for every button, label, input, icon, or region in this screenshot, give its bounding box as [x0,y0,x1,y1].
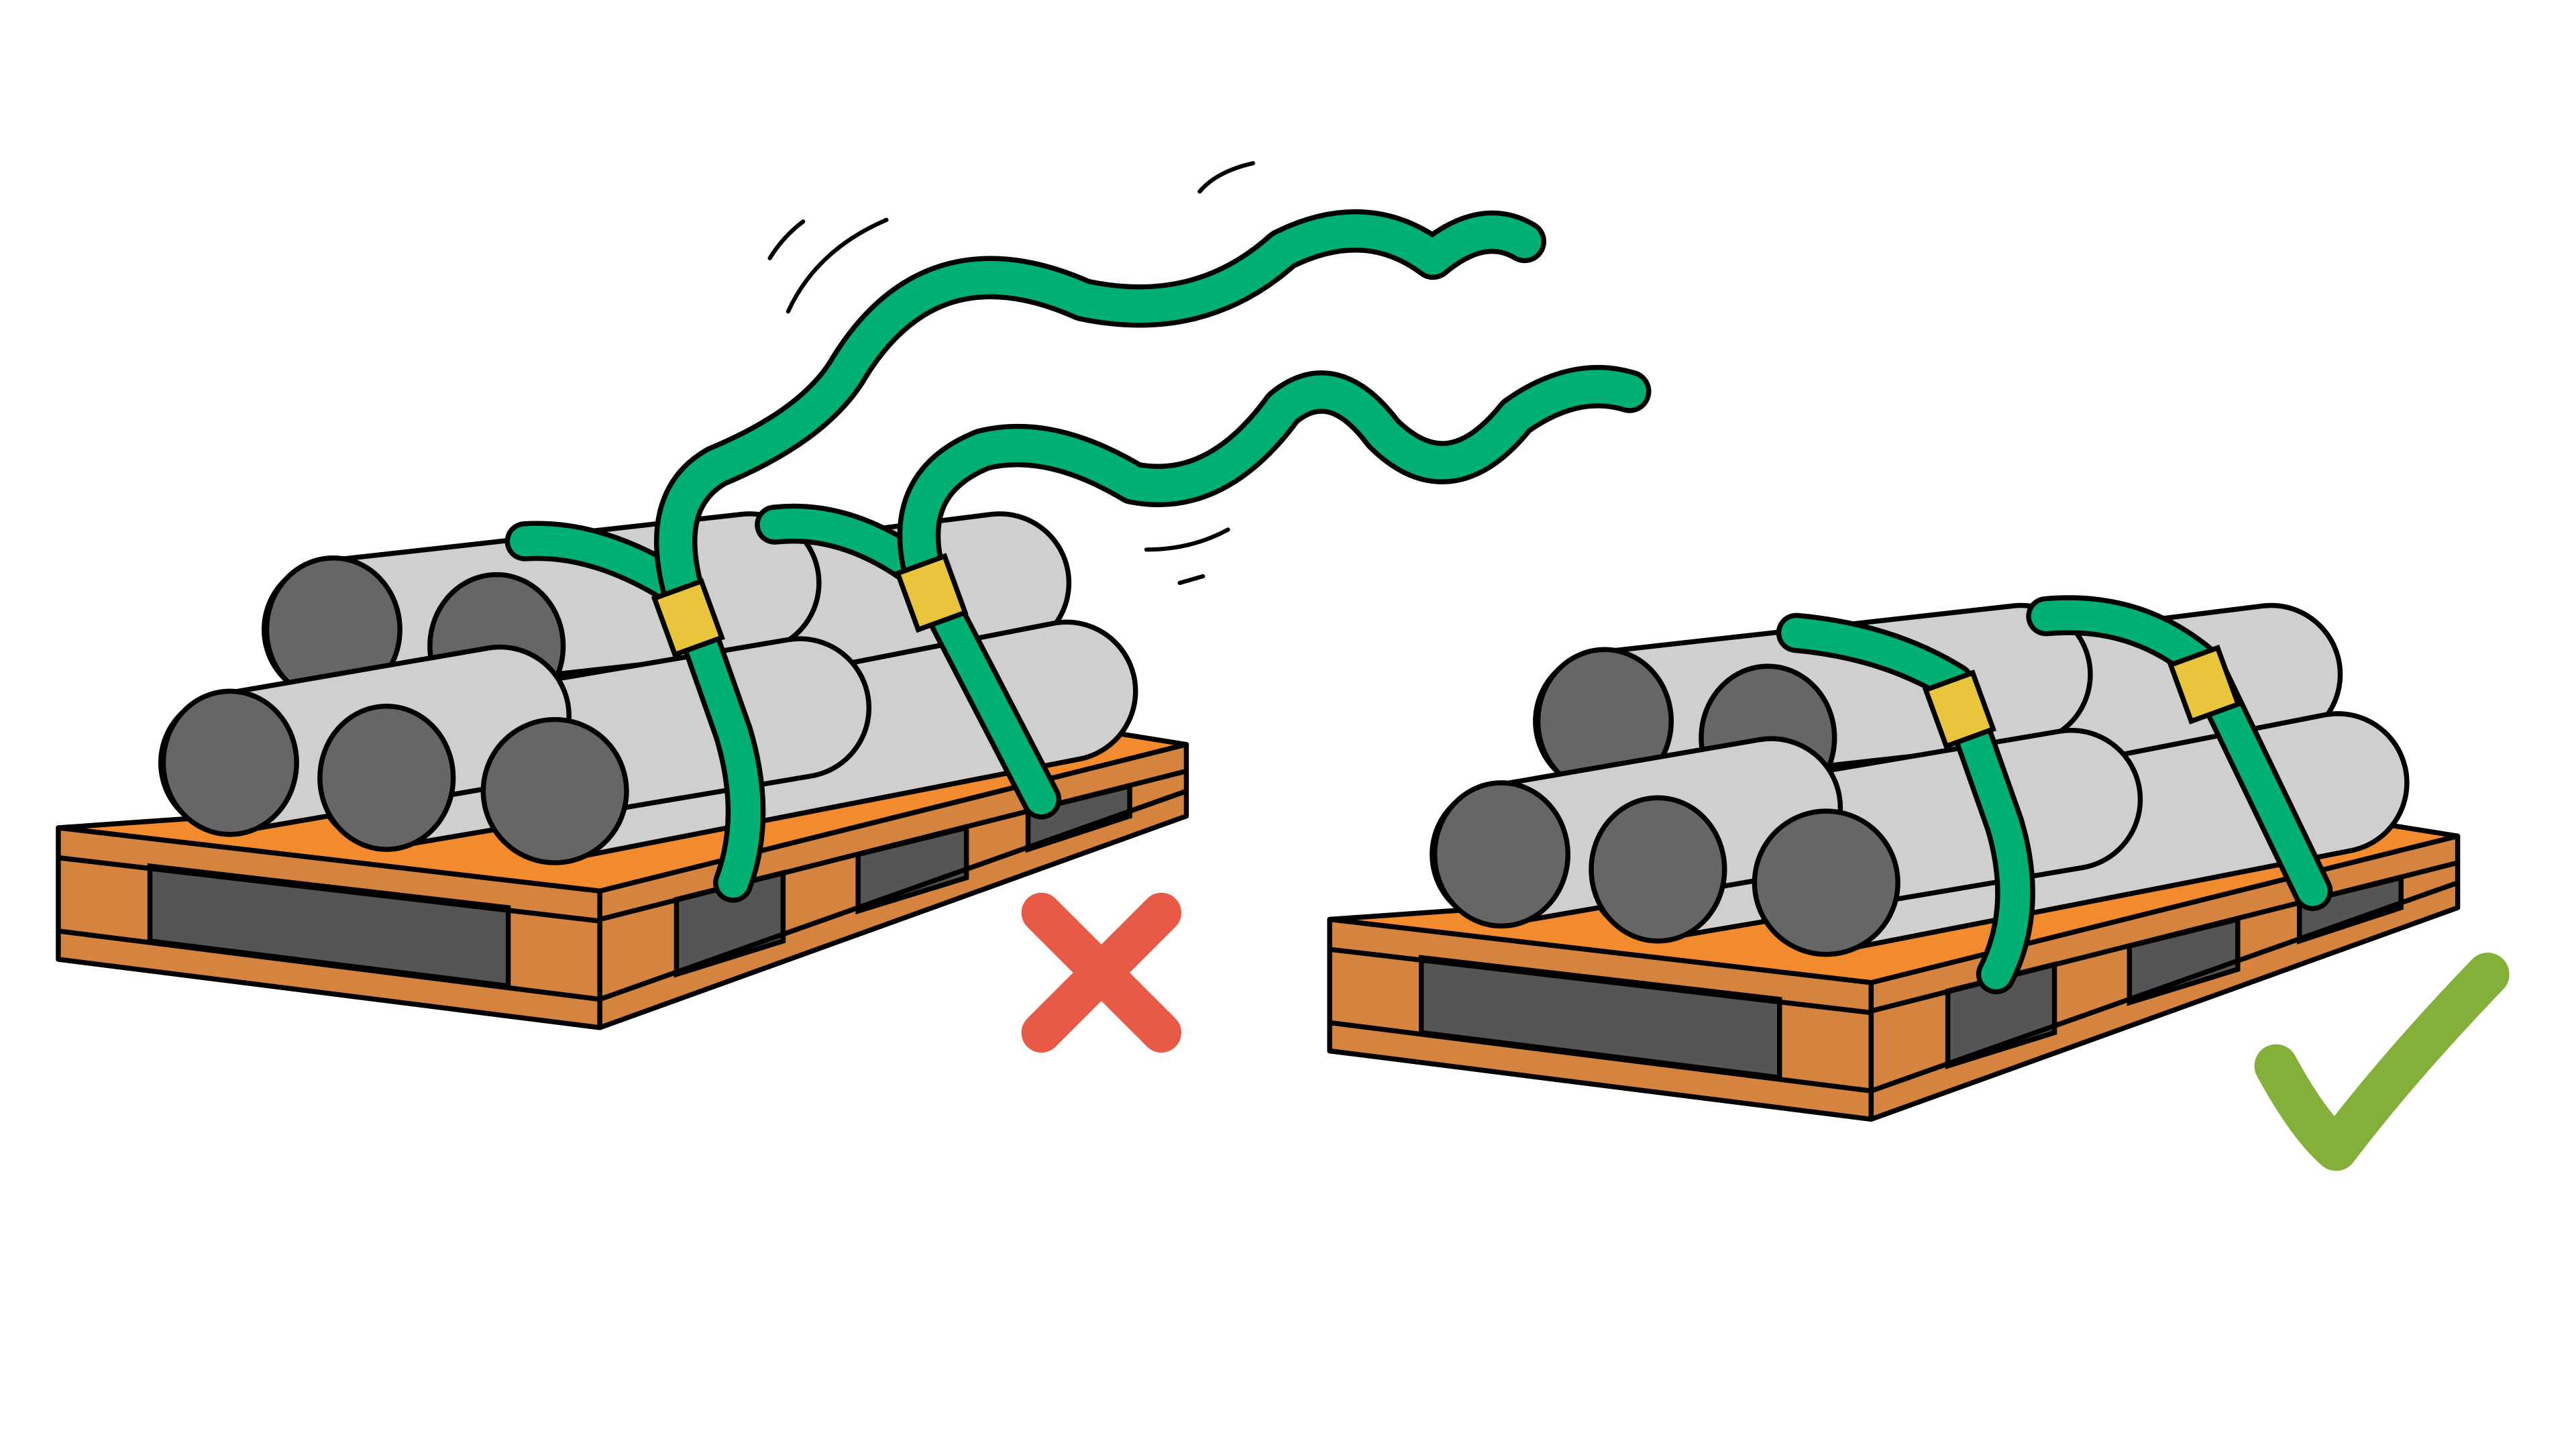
incorrect-scene [58,161,1652,1053]
buckle [651,578,725,658]
correct-scene [1330,615,2458,1119]
buckle [1922,669,1997,750]
loose-strap [504,161,1652,903]
buckle [2167,644,2242,724]
check-icon [2254,953,2510,1171]
buckle [894,553,969,633]
cross-icon [1021,892,1182,1053]
